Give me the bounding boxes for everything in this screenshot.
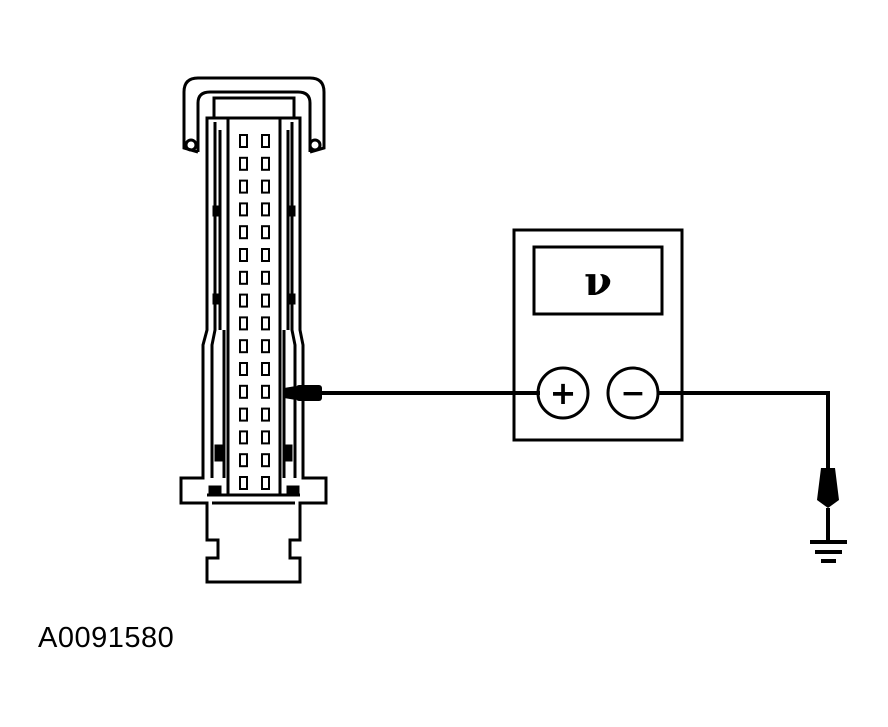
pin-cavity (261, 134, 270, 148)
side-tab (286, 205, 296, 217)
negative-terminal-label: − (620, 376, 645, 411)
negative-lead-wire (658, 391, 830, 468)
pin-cavity (261, 384, 270, 399)
positive-terminal-label: + (550, 374, 577, 412)
pin-cavity (261, 430, 270, 445)
side-tab (214, 444, 223, 462)
probe-tip (284, 386, 296, 400)
ground-lead (658, 391, 839, 542)
pin-cavity (239, 225, 248, 240)
pin-cavity (261, 179, 270, 194)
side-tab (212, 205, 222, 217)
pin-cavity (261, 453, 270, 468)
voltmeter-body (512, 228, 684, 442)
multi-pin-connector (179, 76, 328, 584)
ground-probe-clip (817, 468, 839, 508)
side-tab (208, 485, 222, 497)
ground-symbol-icon (810, 540, 847, 563)
pin-cavity (239, 339, 248, 354)
pin-cavity (261, 202, 270, 217)
side-tab (212, 293, 222, 305)
pin-cavity (239, 384, 248, 399)
voltmeter-display-symbol: ν (584, 258, 612, 305)
pin-cavity (239, 316, 248, 331)
side-tab (284, 444, 293, 462)
pin-cavity (239, 476, 248, 490)
pin-cavity (261, 270, 270, 285)
pin-cavity (239, 407, 248, 422)
pin-cavity (239, 179, 248, 194)
figure-id-label: A0091580 (38, 622, 175, 654)
pin-cavity (261, 156, 270, 171)
latch-hole-right (308, 138, 322, 152)
side-tab (286, 293, 296, 305)
connector-top-cap (212, 96, 296, 120)
pin-cavity (261, 293, 270, 308)
connector-base-flange (207, 493, 300, 505)
pin-cavity (261, 316, 270, 331)
connector-housing (179, 116, 328, 584)
pin-cavity (239, 453, 248, 468)
voltmeter (512, 228, 684, 442)
pin-cavity (261, 248, 270, 262)
pin-cavity (239, 362, 248, 376)
pin-cavity (261, 362, 270, 376)
pin-cavity (261, 339, 270, 354)
voltmeter-display (532, 245, 664, 316)
pin-cavity (261, 225, 270, 240)
connector-pins (239, 134, 270, 490)
pin-cavity (239, 248, 248, 262)
latch-hole-left (184, 138, 198, 152)
pin-cavity (239, 202, 248, 217)
pin-cavity (239, 430, 248, 445)
pin-cavity (261, 407, 270, 422)
test-probe (284, 385, 540, 401)
pin-cavity (239, 156, 248, 171)
probe-body (296, 385, 322, 401)
pin-cavity (239, 293, 248, 308)
pin-cavity (239, 134, 248, 148)
pin-cavity (239, 270, 248, 285)
positive-terminal (536, 366, 590, 420)
pin-cavity (261, 476, 270, 490)
side-tab (286, 485, 300, 497)
connector-latch-handle (182, 76, 326, 154)
